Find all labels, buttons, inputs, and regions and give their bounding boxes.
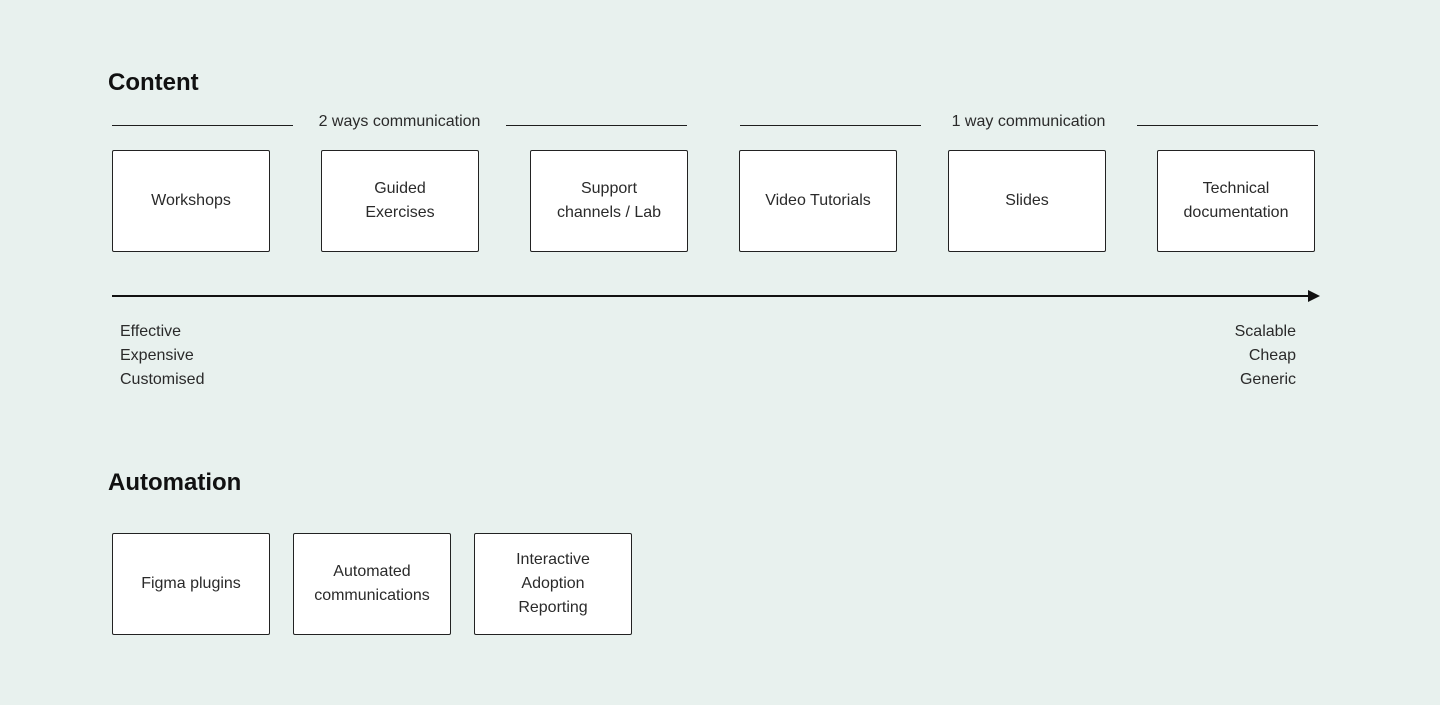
group-rule-right	[506, 125, 687, 126]
spectrum-axis-line	[112, 295, 1310, 297]
automation-section-title: Automation	[108, 469, 242, 496]
card-interactive-adoption-reporting[interactable]: Interactive Adoption Reporting	[474, 533, 632, 635]
group-rule-left	[740, 125, 921, 126]
card-label: Figma plugins	[141, 575, 241, 592]
card-label: Guided Exercises	[365, 180, 435, 221]
card-technical-documentation[interactable]: Technical documentation	[1157, 150, 1315, 252]
group-label-one-way: 1 way communication	[951, 113, 1106, 130]
scale-right-item: Cheap	[1248, 347, 1296, 364]
scale-left-item: Expensive	[120, 347, 194, 364]
card-slides[interactable]: Slides	[948, 150, 1106, 252]
scale-left-item: Effective	[120, 323, 182, 340]
card-guided-exercises[interactable]: Guided Exercises	[321, 150, 479, 252]
card-label: Slides	[1005, 192, 1049, 209]
scale-left-item: Customised	[120, 371, 205, 388]
card-workshops[interactable]: Workshops	[112, 150, 270, 252]
card-figma-plugins[interactable]: Figma plugins	[112, 533, 270, 635]
content-section-title: Content	[108, 69, 199, 96]
scale-right-attributes: Scalable Cheap Generic	[1235, 320, 1296, 392]
group-rule-left	[112, 125, 293, 126]
scale-left-attributes: Effective Expensive Customised	[120, 320, 204, 392]
card-label: Video Tutorials	[765, 192, 871, 209]
scale-right-item: Generic	[1239, 371, 1296, 388]
group-rule-right	[1137, 125, 1318, 126]
card-label: Automated communications	[314, 563, 430, 604]
card-label: Workshops	[151, 192, 231, 209]
scale-right-item: Scalable	[1234, 323, 1296, 340]
card-label: Interactive Adoption Reporting	[516, 551, 590, 616]
card-support-channels[interactable]: Support channels / Lab	[530, 150, 688, 252]
card-automated-communications[interactable]: Automated communications	[293, 533, 451, 635]
card-video-tutorials[interactable]: Video Tutorials	[739, 150, 897, 252]
arrow-right-icon	[1308, 290, 1320, 302]
group-label-two-way: 2 ways communication	[318, 113, 481, 130]
card-label: Technical documentation	[1183, 180, 1289, 221]
card-label: Support channels / Lab	[556, 180, 662, 221]
